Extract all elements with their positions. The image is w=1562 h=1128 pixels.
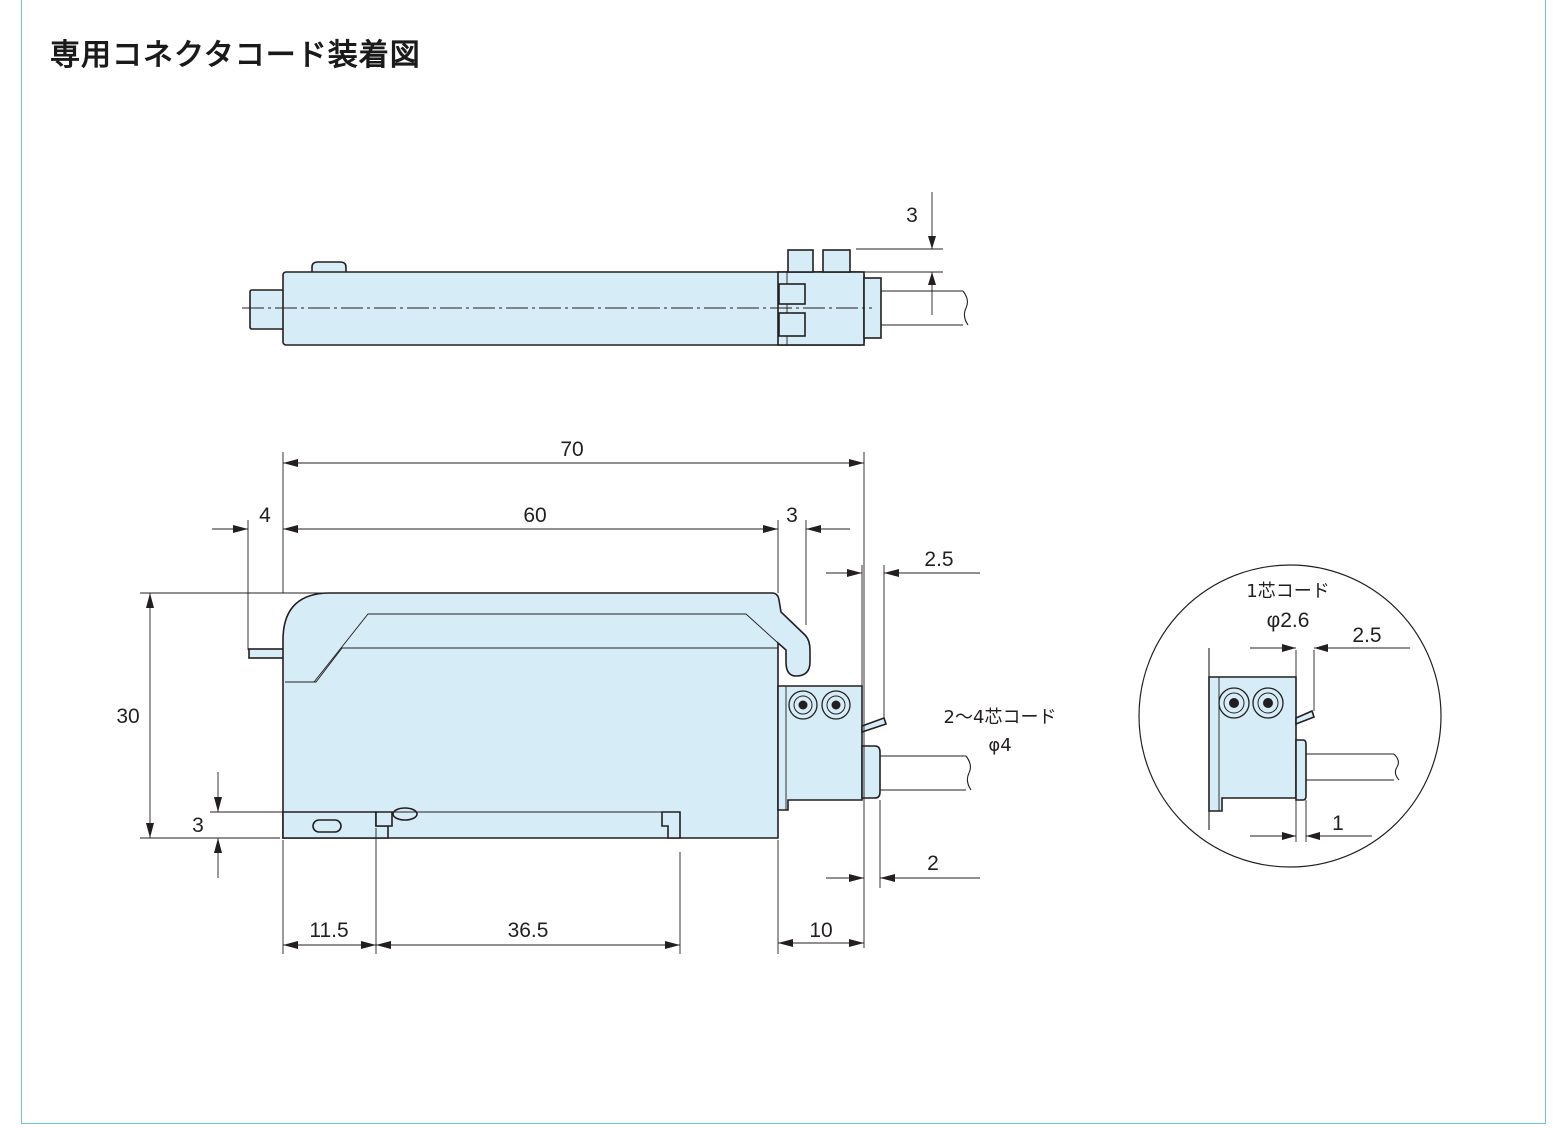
detail-dim-2-5: 2.5 (1352, 624, 1381, 647)
front-main-body (282, 592, 811, 839)
dim-top-3: 3 (906, 204, 918, 227)
dim-overall-70: 70 (560, 438, 583, 461)
dim-height-30: 30 (116, 705, 139, 728)
front-rail-hook-left (375, 811, 393, 827)
front-cable (880, 755, 972, 791)
dim-left-4: 4 (259, 504, 271, 527)
page-title: 専用コネクタコード装着図 (50, 38, 421, 73)
detail-cable (1306, 753, 1400, 781)
detail-contact-1 (1218, 687, 1250, 719)
front-view: 70 4 60 3 2.5 30 3 (116, 438, 1056, 954)
front-rail-hook-right (661, 811, 681, 839)
detail-latch (1295, 709, 1315, 726)
page-frame (21, 0, 1546, 1124)
front-rail-bump (392, 807, 418, 821)
detail-contact-2 (1252, 687, 1284, 719)
top-connector-slot-2 (778, 312, 806, 337)
top-button-bump (311, 261, 347, 274)
dim-rail-36-5: 36.5 (508, 919, 549, 942)
top-body (282, 271, 865, 346)
dim-cable-2: 2 (927, 852, 939, 875)
dim-pin-2-5: 2.5 (924, 548, 953, 571)
top-pin-1 (787, 249, 814, 273)
front-contact-1 (788, 690, 818, 720)
dim-connector-10: 10 (809, 919, 832, 942)
front-cable-boot (861, 745, 881, 799)
dim-body-60: 60 (523, 504, 546, 527)
dim-right-3: 3 (786, 504, 798, 527)
multi-core-diameter-label: φ4 (988, 735, 1011, 756)
top-cable (881, 290, 969, 326)
front-left-tab (248, 648, 286, 659)
top-pin-2 (822, 249, 851, 273)
top-cable-boot (863, 277, 882, 339)
dim-bottom-3: 3 (192, 814, 204, 837)
top-view: 3 (242, 192, 969, 346)
front-contact-2 (821, 690, 851, 720)
single-core-diameter-label: φ2.6 (1267, 609, 1310, 632)
detail-view: 1芯コード φ2.6 2.5 1 (1138, 564, 1442, 868)
multi-core-cord-label: 2～4芯コード (944, 707, 1057, 728)
single-core-cord-label: 1芯コード (1246, 581, 1329, 602)
detail-dim-1: 1 (1332, 812, 1344, 835)
dim-rail-11-5: 11.5 (309, 919, 348, 942)
top-connector-slot-1 (778, 283, 806, 305)
front-latch (861, 716, 888, 734)
detail-cable-boot (1295, 739, 1307, 801)
front-rail-slot (312, 819, 342, 833)
